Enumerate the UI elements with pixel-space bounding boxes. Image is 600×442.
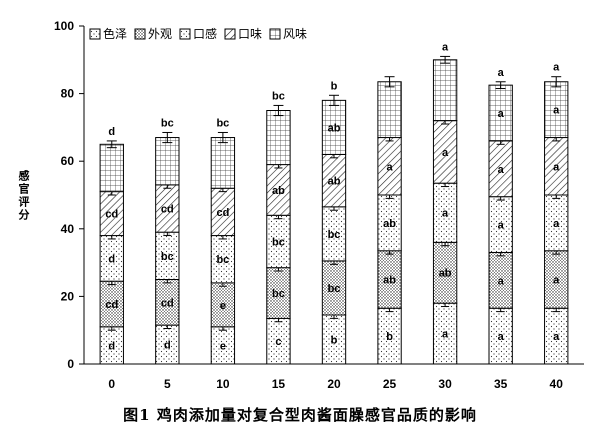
segment-label: bc — [216, 254, 229, 266]
x-tick-label: 5 — [164, 377, 171, 391]
legend-swatch — [89, 28, 101, 40]
segment-label: e — [220, 340, 226, 352]
segment-label: cd — [161, 204, 174, 216]
segment-label: b — [331, 334, 338, 346]
segment-label: bc — [272, 288, 285, 300]
segment-label: a — [498, 220, 505, 232]
y-tick-label: 60 — [61, 154, 75, 168]
segment-label: ab — [328, 176, 341, 188]
bar-segment — [99, 143, 124, 193]
segment-label: d — [108, 253, 115, 265]
bars: dcddcdddcdbccdbceebccdbccbcbcabbcbbcbcab… — [99, 41, 569, 365]
segment-label: cd — [216, 207, 229, 219]
total-label: bc — [161, 117, 174, 129]
total-label: d — [108, 126, 115, 138]
legend-swatch — [269, 28, 281, 40]
legend-swatch — [179, 28, 191, 40]
legend-label: 口感 — [193, 26, 217, 41]
segment-label: a — [442, 208, 449, 220]
segment-label: bc — [161, 251, 174, 263]
segment-label: c — [275, 336, 281, 348]
segment-label: a — [498, 164, 505, 176]
x-tick-label: 40 — [550, 377, 564, 391]
legend-swatch — [224, 28, 236, 40]
segment-label: ab — [272, 185, 285, 197]
segment-label: a — [442, 329, 449, 341]
legend-label: 外观 — [148, 27, 172, 41]
bar-segment — [377, 81, 402, 139]
segment-label: a — [553, 331, 560, 343]
segment-label: cd — [161, 297, 174, 309]
segment-label: b — [386, 331, 393, 343]
x-tick-label: 10 — [216, 377, 230, 391]
segment-label: a — [498, 275, 505, 287]
segment-label: ab — [383, 275, 396, 287]
bar-segment — [266, 110, 291, 166]
total-label: bc — [216, 117, 229, 129]
segment-label: bc — [328, 283, 341, 295]
legend-item: 色泽 — [89, 27, 127, 41]
y-axis-label: 感官评分 — [19, 169, 30, 222]
y-tick-label: 20 — [61, 289, 75, 303]
legend: 色泽 外观 口感 口味 风味 — [89, 26, 307, 41]
segment-label: bc — [328, 229, 341, 241]
bar-segment — [210, 137, 236, 189]
segment-label: a — [553, 275, 560, 287]
y-tick-label: 80 — [61, 87, 75, 101]
segment-label: a — [498, 331, 505, 343]
y-tick-label: 100 — [54, 19, 74, 33]
x-tick-label: 0 — [108, 377, 115, 391]
segment-label: d — [164, 340, 171, 352]
total-label: a — [553, 62, 560, 74]
total-label: bc — [272, 90, 285, 102]
legend-label: 口味 — [238, 27, 262, 41]
legend-item: 外观 — [134, 27, 172, 41]
x-tick-label: 35 — [494, 377, 508, 391]
segment-label: a — [553, 161, 560, 173]
legend-label: 风味 — [283, 27, 307, 41]
segment-label: d — [108, 340, 115, 352]
segment-label: cd — [105, 299, 118, 311]
segment-label: ab — [383, 218, 396, 230]
segment-label: ab — [328, 122, 341, 134]
x-tick-label: 25 — [383, 377, 397, 391]
total-label: b — [331, 80, 338, 92]
legend-label: 色泽 — [103, 27, 127, 41]
legend-item: 风味 — [269, 27, 307, 41]
segment-label: a — [442, 147, 449, 159]
x-tick-label: 15 — [272, 377, 286, 391]
segment-label: a — [553, 218, 560, 230]
legend-swatch — [134, 28, 146, 40]
segment-label: e — [220, 300, 226, 312]
segment-label: ab — [439, 268, 452, 280]
segment-label: cd — [105, 209, 118, 221]
figure-caption: 图1 鸡肉添加量对复合型肉酱面臊感官品质的影响 — [123, 406, 477, 424]
axes: 0 20 40 60 80 100 感官评分 0 5 10 15 20 25 30 35 40 — [19, 19, 584, 391]
y-tick-label: 40 — [61, 222, 75, 236]
total-label: a — [442, 41, 449, 53]
segment-label: a — [498, 108, 505, 120]
legend-item: 口感 — [179, 26, 217, 41]
segment-label: bc — [272, 236, 285, 248]
total-label: a — [498, 67, 505, 79]
x-tick-label: 20 — [327, 377, 341, 391]
x-tick-label: 30 — [438, 377, 452, 391]
segment-label: a — [386, 161, 393, 173]
bar-segment — [155, 137, 180, 186]
y-tick-label: 0 — [67, 357, 74, 371]
segment-label: a — [553, 105, 560, 117]
legend-item: 口味 — [224, 27, 262, 41]
bar-segment — [432, 59, 458, 122]
